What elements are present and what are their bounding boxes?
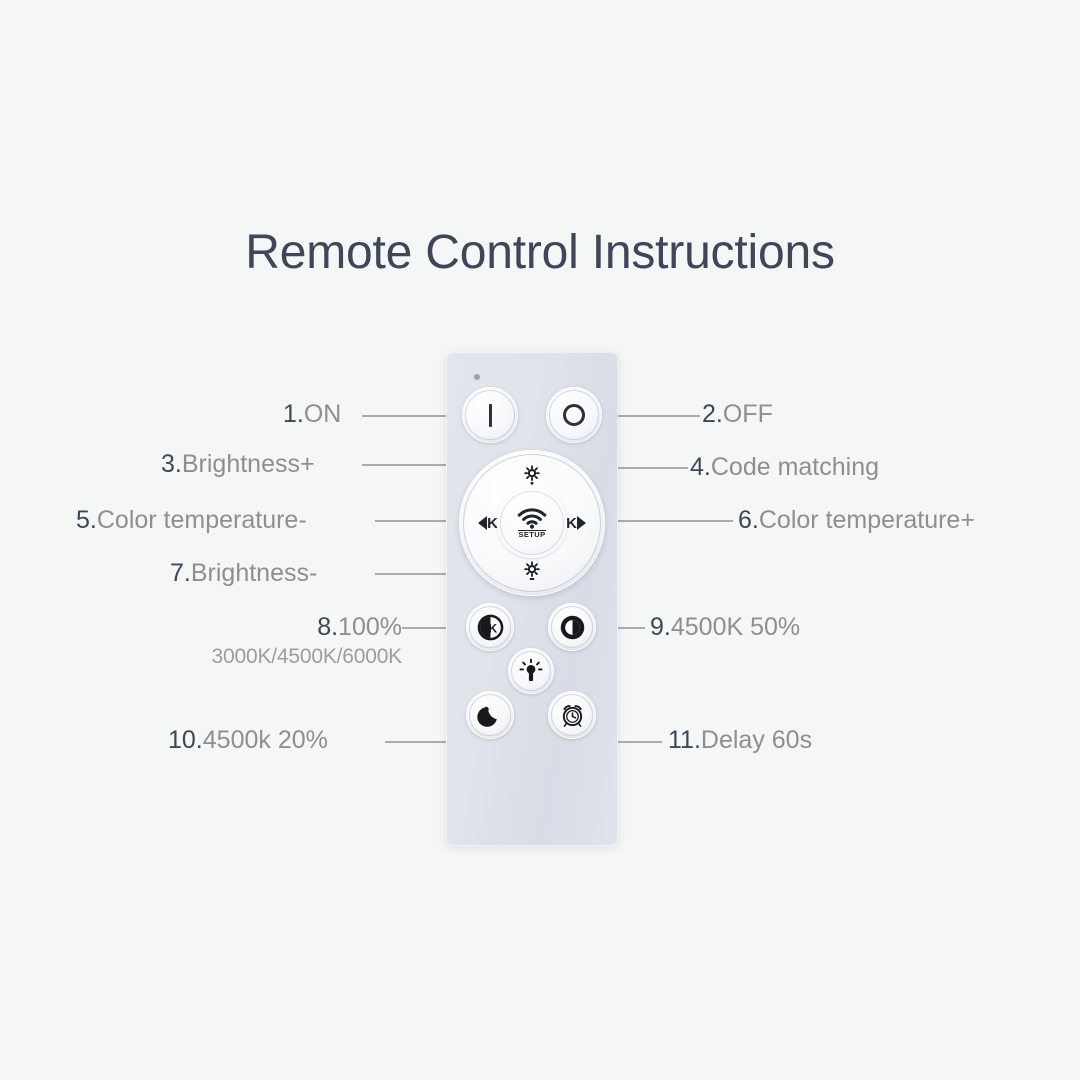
moon-star-icon	[476, 705, 497, 727]
callout-color-temp-up-label: Color temperature+	[758, 506, 975, 534]
callout-preset-4500k-20-label: 4500k 20%	[202, 726, 328, 754]
callout-code-matching-label: Code matching	[710, 453, 880, 481]
callout-on: 1.ON	[283, 400, 341, 430]
callout-delay-label: Delay 60s	[700, 726, 813, 754]
svg-text:K: K	[488, 621, 497, 635]
callout-off: 2.OFF	[702, 400, 773, 430]
color-temp-down-button[interactable]: K	[471, 512, 505, 534]
brightness-down-sun-icon	[524, 561, 540, 580]
ir-led-icon	[474, 374, 480, 380]
preset-100-button[interactable]: K	[466, 603, 514, 651]
callout-color-temp-down: 5.Color temperature-	[76, 506, 307, 536]
wifi-setup-icon	[517, 507, 547, 529]
preset-bulb-button[interactable]	[508, 648, 554, 694]
callout-brightness-up-num: 3.	[161, 450, 182, 478]
callout-code-matching: 4.Code matching	[690, 453, 879, 483]
preset-delay-button[interactable]	[548, 691, 596, 739]
callout-brightness-up-label: Brightness+	[181, 450, 315, 478]
callout-brightness-up: 3.Brightness+	[161, 450, 315, 480]
dpad-wheel[interactable]: K K SETUP	[459, 450, 605, 596]
triangle-right-icon	[576, 516, 586, 530]
power-off-button[interactable]	[546, 387, 602, 443]
callout-color-temp-down-label: Color temperature-	[96, 506, 307, 534]
callout-color-temp-up-num: 6.	[738, 506, 759, 534]
power-off-circle-icon	[563, 404, 585, 426]
callout-preset-100-label: 100%	[338, 613, 402, 641]
callout-color-temp-up: 6.Color temperature+	[738, 506, 975, 536]
callout-preset-4500k-50-num: 9.	[650, 613, 671, 641]
setup-code-matching-button[interactable]: SETUP	[497, 488, 567, 558]
callout-delay: 11.Delay 60s	[668, 726, 812, 756]
circle-k-icon: K	[477, 614, 503, 640]
callout-preset-4500k-50: 9.4500K 50%	[650, 613, 800, 643]
callout-delay-num: 11.	[668, 726, 701, 754]
dpad-right-label: K	[566, 514, 577, 532]
color-temp-up-button[interactable]: K	[559, 512, 593, 534]
triangle-left-icon	[478, 516, 488, 530]
preset-4500k-50-button[interactable]	[548, 603, 596, 651]
light-bulb-icon	[519, 658, 543, 681]
callout-preset-100: 8.100% 3000K/4500K/6000K	[0, 613, 403, 669]
callout-code-matching-num: 4.	[690, 453, 711, 481]
power-on-bar-icon	[488, 403, 492, 427]
page-title: Remote Control Instructions	[245, 226, 835, 279]
callout-on-label: ON	[303, 400, 342, 428]
alarm-clock-icon	[562, 704, 582, 727]
callout-off-label: OFF	[722, 400, 773, 428]
callout-brightness-down-label: Brightness-	[190, 559, 318, 587]
callout-preset-100-sub: 3000K/4500K/6000K	[211, 644, 403, 668]
callout-preset-100-num: 8.	[317, 613, 339, 641]
brightness-down-button[interactable]	[517, 560, 547, 582]
power-on-button[interactable]	[462, 387, 518, 443]
callout-color-temp-down-num: 5.	[76, 506, 97, 534]
callout-brightness-down: 7.Brightness-	[170, 559, 317, 589]
half-contrast-icon	[560, 615, 584, 639]
setup-label: SETUP	[518, 529, 546, 539]
dpad-left-label: K	[487, 514, 498, 532]
brightness-up-sun-icon	[524, 465, 540, 485]
brightness-up-button[interactable]	[517, 464, 547, 486]
callout-off-num: 2.	[702, 400, 723, 428]
callout-preset-4500k-20: 10.4500k 20%	[168, 726, 328, 756]
preset-night-button[interactable]	[466, 691, 514, 739]
callout-preset-4500k-20-num: 10.	[168, 726, 203, 754]
callout-on-num: 1.	[283, 400, 304, 428]
callout-preset-4500k-50-label: 4500K 50%	[670, 613, 801, 641]
callout-brightness-down-num: 7.	[170, 559, 191, 587]
